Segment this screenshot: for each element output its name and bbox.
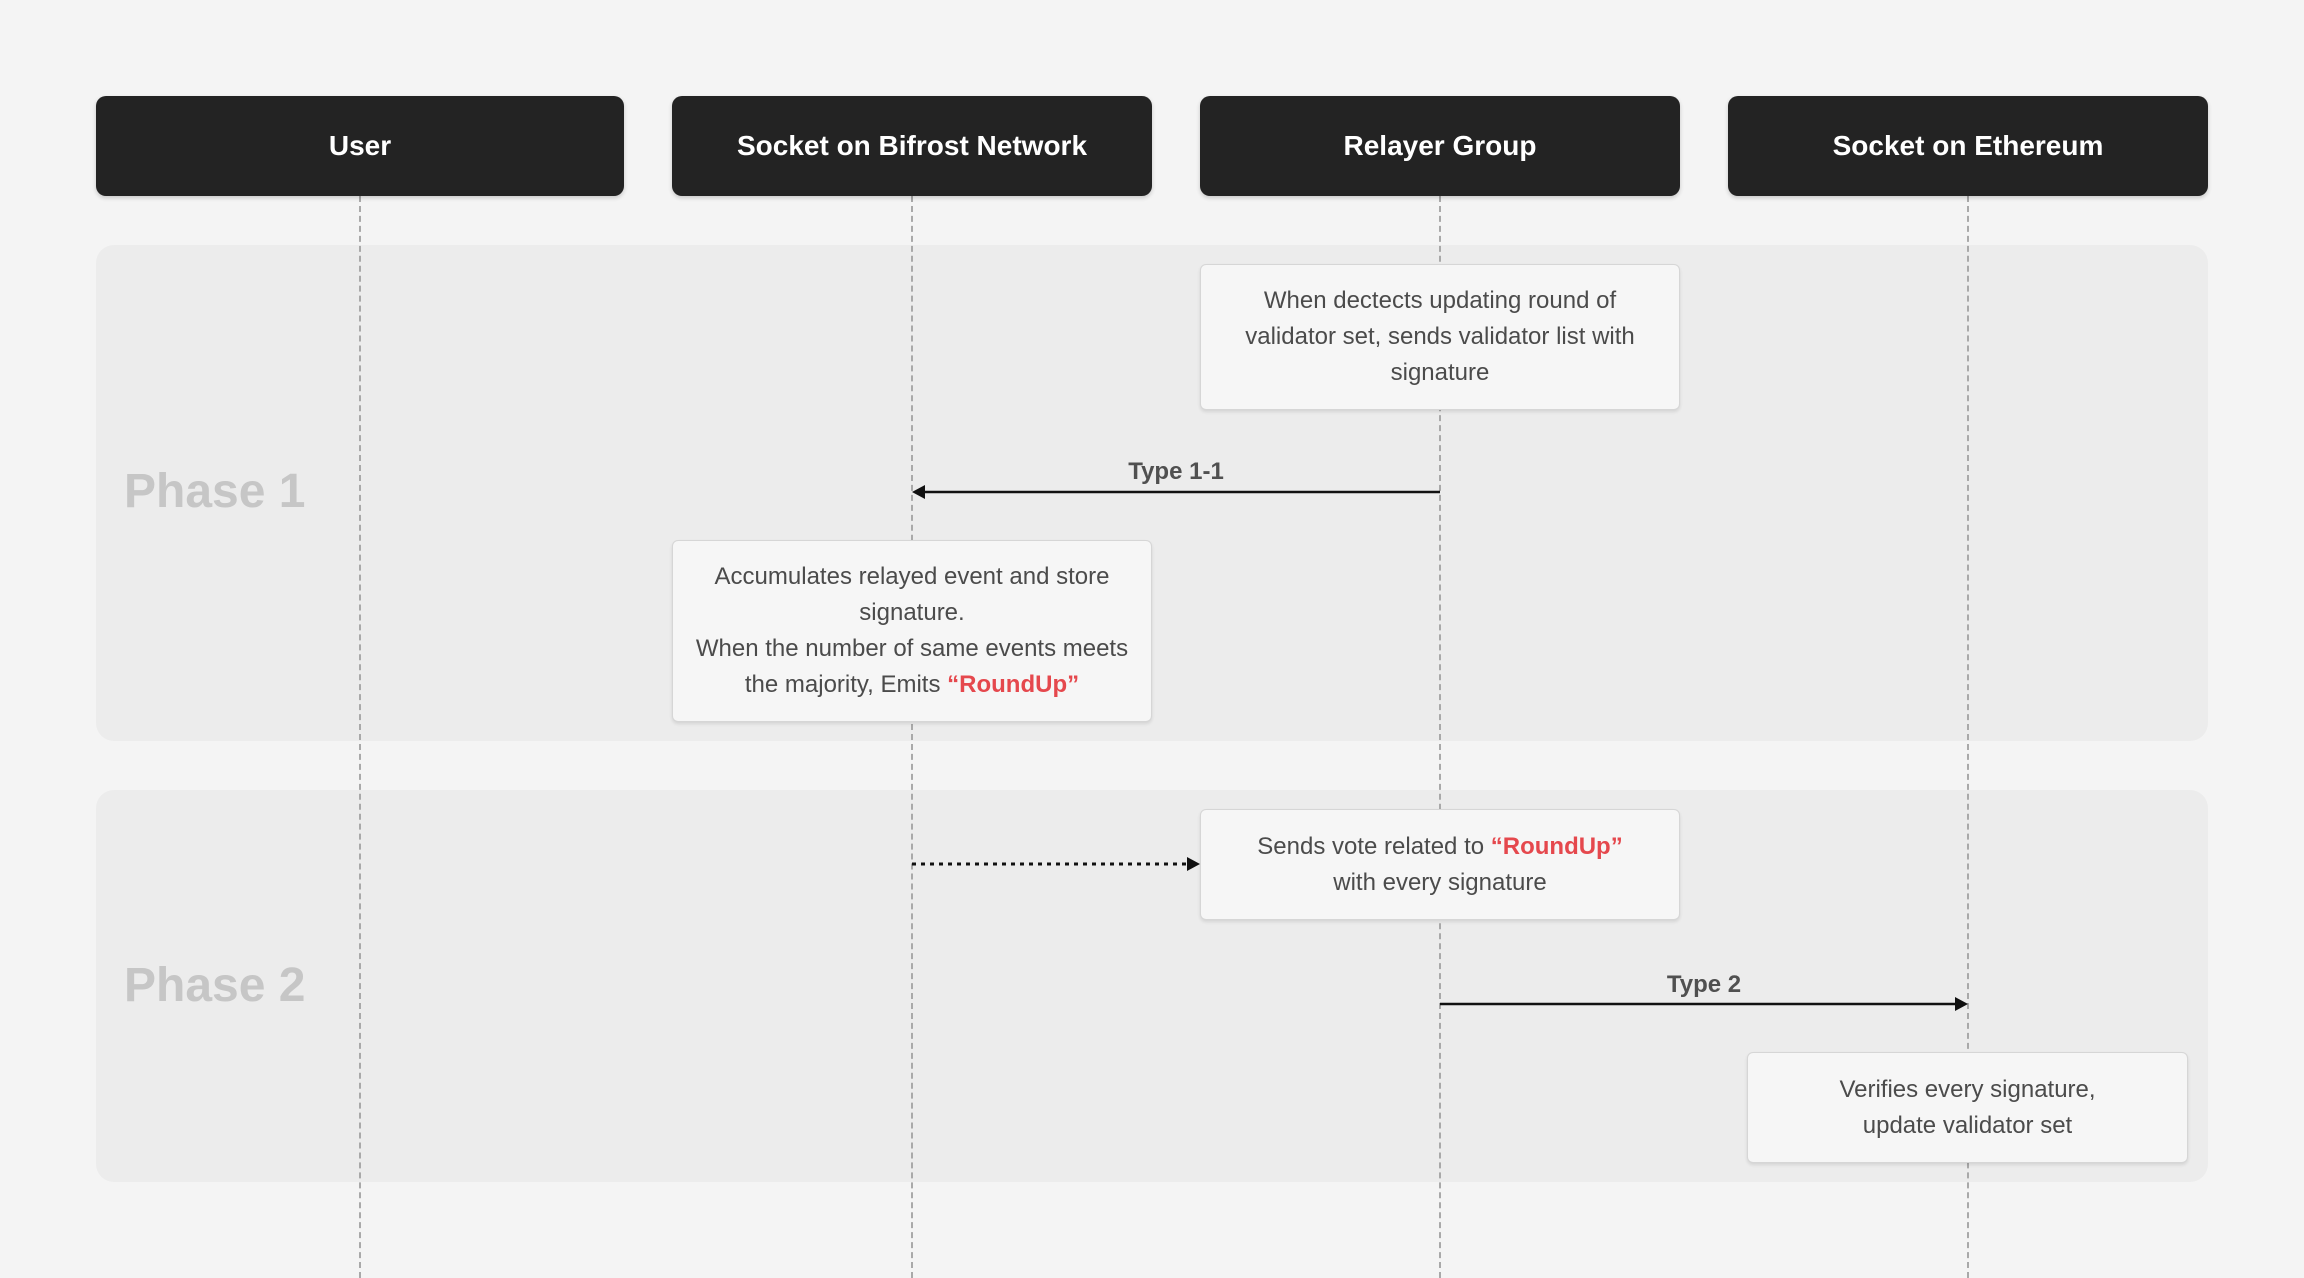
phase-2-label: Phase 2 [124, 959, 306, 1012]
lifeline-relayer [1439, 196, 1441, 1278]
participant-socket-ethereum: Socket on Ethereum [1728, 96, 2208, 196]
arrowhead-dotted-vote [1187, 857, 1200, 871]
note-ethereum-verify: Verifies every signature, update validat… [1747, 1052, 2188, 1163]
note-bifrost-roundup: “RoundUp” [947, 671, 1080, 698]
participant-socket-bifrost: Socket on Bifrost Network [672, 96, 1152, 196]
note-relayer-vote-roundup: “RoundUp” [1490, 832, 1623, 860]
note-relayer-vote-suffix: with every signature [1333, 868, 1547, 896]
note-bifrost-text-2: When the number of same events meets the… [695, 635, 1129, 698]
note-relayer-vote-prefix: Sends vote related to [1257, 832, 1491, 860]
note-ethereum-verify-line-2: update validator set [1862, 1111, 2073, 1139]
participant-user: User [96, 96, 624, 196]
note-relayer-vote: Sends vote related to “RoundUp” with eve… [1200, 809, 1680, 920]
participant-relayer-group: Relayer Group [1200, 96, 1680, 196]
message-label-type-1-1: Type 1-1 [1128, 458, 1224, 485]
note-relayer-detect: When dectects updating round of validato… [1200, 264, 1680, 410]
lifeline-ethereum [1967, 196, 1969, 1278]
lifeline-bifrost [911, 196, 913, 1278]
note-bifrost-accumulate: Accumulates relayed event and store sign… [672, 540, 1152, 722]
message-label-type-2: Type 2 [1666, 971, 1742, 998]
note-relayer-detect-text: When dectects updating round of validato… [1245, 287, 1635, 386]
phase-1-label: Phase 1 [124, 465, 306, 518]
lifeline-user [359, 196, 361, 1278]
note-ethereum-verify-line-1: Verifies every signature, [1839, 1075, 2096, 1103]
note-bifrost-text-1: Accumulates relayed event and store sign… [714, 563, 1110, 626]
arrowhead-type-1-1 [912, 485, 925, 499]
arrowhead-type-2 [1955, 997, 1968, 1011]
